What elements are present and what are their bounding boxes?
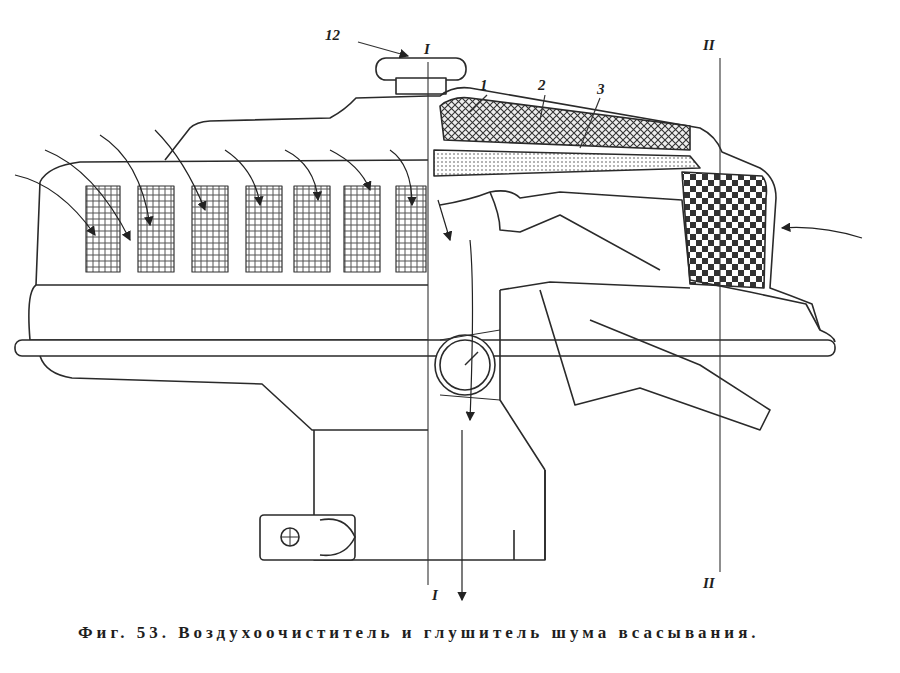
callout-number: 3 <box>597 82 605 97</box>
section-mark: II <box>703 38 715 53</box>
figure-caption: Фиг. 53. Воздухоочиститель и глушитель ш… <box>78 624 760 641</box>
section-mark: I <box>432 588 438 603</box>
callout-number: 2 <box>538 78 546 93</box>
section-mark: I <box>424 42 430 57</box>
callout-number: 12 <box>325 28 340 43</box>
callout-number: 1 <box>480 78 488 93</box>
section-mark: II <box>703 576 715 591</box>
